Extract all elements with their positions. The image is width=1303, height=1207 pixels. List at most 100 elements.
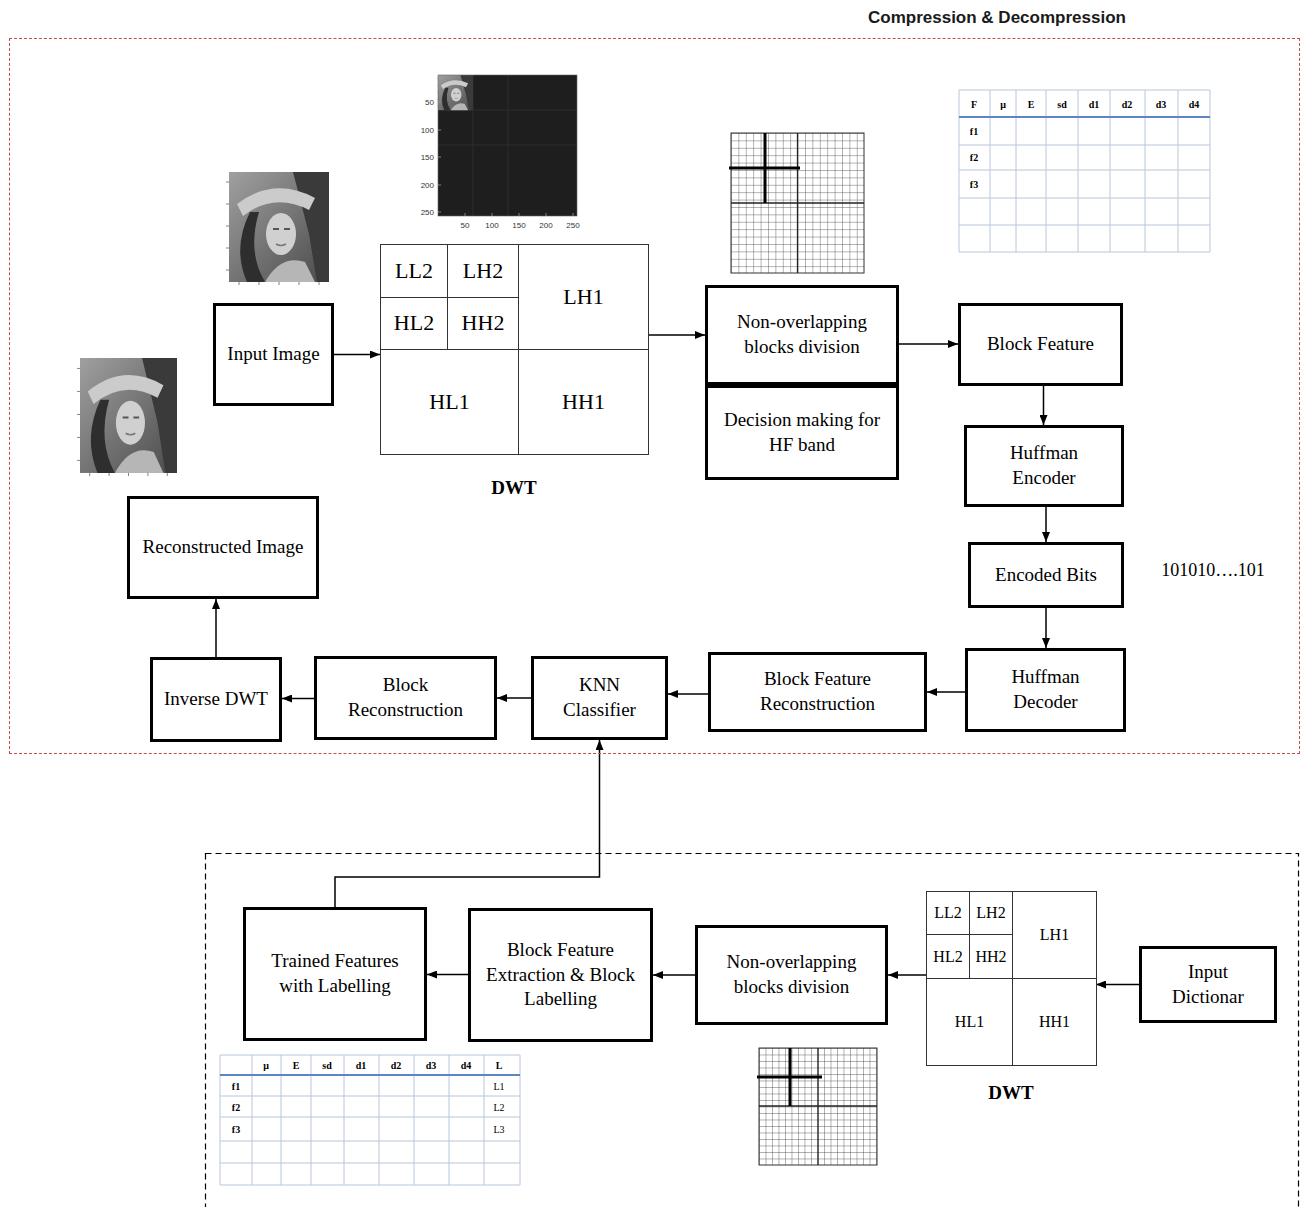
axis-tick: 250 xyxy=(421,208,434,217)
axis-tick: 100 xyxy=(421,126,434,135)
flow-arrow xyxy=(899,343,958,345)
cell-label: HH2 xyxy=(462,311,505,335)
cell-label: HH1 xyxy=(1039,1013,1070,1031)
subband-grid: DWTLL2LH2HL2HH2LH1HL1HH1 xyxy=(926,891,1096,1065)
table-cell: f2 xyxy=(970,152,978,163)
process-box: Inverse DWT xyxy=(150,657,282,742)
flow-arrow xyxy=(215,599,217,657)
process-box: Huffman Decoder xyxy=(965,648,1126,732)
subband-cell: LH1 xyxy=(1012,891,1097,979)
table-header: μ xyxy=(1000,99,1006,110)
table-cell: L3 xyxy=(493,1124,504,1135)
box-label: Non-overlapping blocks division xyxy=(707,950,876,999)
flow-arrow xyxy=(888,974,926,976)
cell-label: LH2 xyxy=(976,904,1005,922)
axis-tick: 200 xyxy=(539,221,552,230)
process-box: Input Dictionar xyxy=(1139,946,1277,1023)
process-box: Trained Features with Labelling xyxy=(243,907,427,1041)
cell-label: LH1 xyxy=(563,285,603,309)
cell-label: HL1 xyxy=(955,1013,984,1031)
axis-tick: 150 xyxy=(512,221,525,230)
table-cell: f2 xyxy=(232,1102,240,1113)
table-header: d2 xyxy=(1122,99,1133,110)
table-cell: f3 xyxy=(232,1124,240,1135)
table-header: d4 xyxy=(1189,99,1200,110)
cell-label: LH1 xyxy=(1040,926,1069,944)
cell-label: LL2 xyxy=(395,259,433,283)
process-box: Non-overlapping blocks division xyxy=(695,925,888,1025)
grid-caption: DWT xyxy=(926,1082,1096,1105)
flow-arrow xyxy=(1096,984,1139,986)
subband-cell: HH2 xyxy=(447,297,519,350)
box-label: Block Feature xyxy=(987,332,1094,357)
box-label: Input Image xyxy=(227,342,319,367)
flow-arrow xyxy=(648,334,705,336)
process-box: Block Feature Reconstruction xyxy=(708,652,927,732)
box-label: Huffman Encoder xyxy=(976,441,1112,490)
cell-label: HL2 xyxy=(394,311,434,335)
box-label: Decision making for HF band xyxy=(717,408,887,457)
grid-caption: DWT xyxy=(380,477,648,500)
subband-cell: LH2 xyxy=(447,244,519,298)
subband-cell: HL1 xyxy=(380,349,519,455)
axis-tick: 250 xyxy=(566,221,579,230)
flow-arrow xyxy=(653,974,695,976)
process-box: Block Reconstruction xyxy=(314,656,497,740)
box-label: Reconstructed Image xyxy=(143,535,304,560)
subband-cell: HL2 xyxy=(380,297,448,350)
subband-cell: HL2 xyxy=(926,934,970,979)
process-box: Decision making for HF band xyxy=(705,385,899,480)
table-header: sd xyxy=(1057,99,1066,110)
flow-arrow xyxy=(282,698,314,700)
subband-cell: HH1 xyxy=(1012,978,1097,1066)
process-box: Input Image xyxy=(213,303,333,406)
table-header: sd xyxy=(322,1060,331,1071)
box-label: Trained Features with Labelling xyxy=(255,949,415,998)
table-header: E xyxy=(293,1060,300,1071)
table-header: d1 xyxy=(356,1060,367,1071)
table-header: d2 xyxy=(391,1060,402,1071)
subband-cell: HH1 xyxy=(518,349,649,455)
box-label: Block Reconstruction xyxy=(326,673,485,722)
box-label: KNN Classifier xyxy=(543,673,656,722)
table-cell: L2 xyxy=(493,1102,504,1113)
cell-label: LH2 xyxy=(463,259,503,283)
box-label: Input Dictionar xyxy=(1151,960,1265,1009)
box-label: Block Feature Reconstruction xyxy=(720,667,915,716)
axis-tick: 100 xyxy=(485,221,498,230)
process-box: Reconstructed Image xyxy=(127,496,319,599)
flow-arrow xyxy=(1045,608,1047,648)
flow-arrow xyxy=(427,974,468,976)
subband-cell: HH2 xyxy=(969,934,1013,979)
process-box: Block Feature xyxy=(958,303,1123,386)
subband-cell: LH2 xyxy=(969,891,1013,935)
box-label: Huffman Decoder xyxy=(977,665,1114,714)
box-label: Encoded Bits xyxy=(995,563,1097,588)
process-box: Non-overlapping blocks division xyxy=(705,285,899,385)
flow-arrow xyxy=(334,354,380,356)
table-cell: f1 xyxy=(970,126,978,137)
subband-cell: LL2 xyxy=(926,891,970,935)
cell-label: HH2 xyxy=(975,948,1006,966)
process-box: Encoded Bits xyxy=(968,542,1124,608)
flow-arrow xyxy=(927,691,965,693)
table-header: L xyxy=(496,1060,503,1071)
box-label: Non-overlapping blocks division xyxy=(717,310,887,359)
table-header: d4 xyxy=(461,1060,472,1071)
subband-cell: LL2 xyxy=(380,244,448,298)
bit-string: 101010….101 xyxy=(1161,560,1265,581)
subband-grid: DWTLL2LH2HL2HH2LH1HL1HH1 xyxy=(380,244,648,454)
table-cell: f3 xyxy=(970,179,978,190)
cell-label: HL1 xyxy=(429,390,469,414)
table-header: d3 xyxy=(1156,99,1167,110)
process-box: Block Feature Extraction & Block Labelli… xyxy=(468,908,653,1042)
flow-arrow xyxy=(497,697,531,699)
cell-label: LL2 xyxy=(934,904,962,922)
cell-label: HL2 xyxy=(933,948,962,966)
flow-arrow xyxy=(1045,507,1047,542)
process-box: KNN Classifier xyxy=(531,656,668,740)
table-header: μ xyxy=(263,1060,269,1071)
table-cell: L1 xyxy=(493,1081,504,1092)
subband-cell: LH1 xyxy=(518,244,649,350)
